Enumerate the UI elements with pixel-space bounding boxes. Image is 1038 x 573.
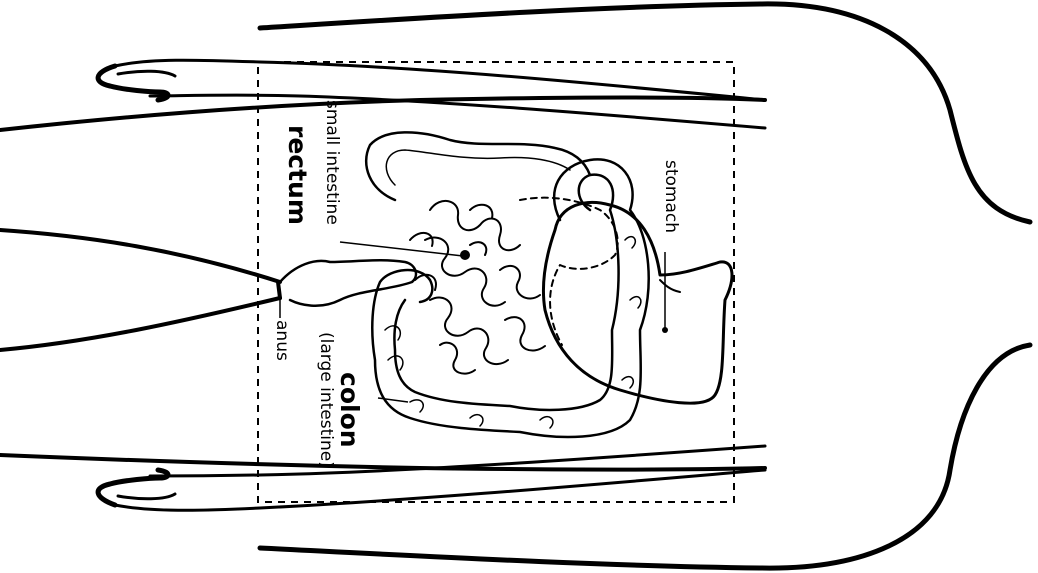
- upper-arm: [98, 60, 765, 128]
- leader-small-intestine: [340, 242, 463, 256]
- body-outline: [0, 4, 1030, 568]
- lower-arm: [98, 446, 765, 510]
- rectum-label: rectum: [285, 125, 310, 225]
- stomach-label: stomach: [662, 160, 679, 233]
- leader-colon: [378, 398, 408, 402]
- colon-label: colon: [337, 372, 362, 448]
- small-intestine: [410, 201, 545, 374]
- small-intestine-label: small intestine: [323, 100, 340, 225]
- large-intestine-label: (large intestine): [317, 332, 334, 468]
- anus-label: anus: [273, 320, 290, 361]
- colon: [366, 132, 649, 437]
- stomach: [520, 198, 732, 403]
- rectum: [278, 260, 416, 306]
